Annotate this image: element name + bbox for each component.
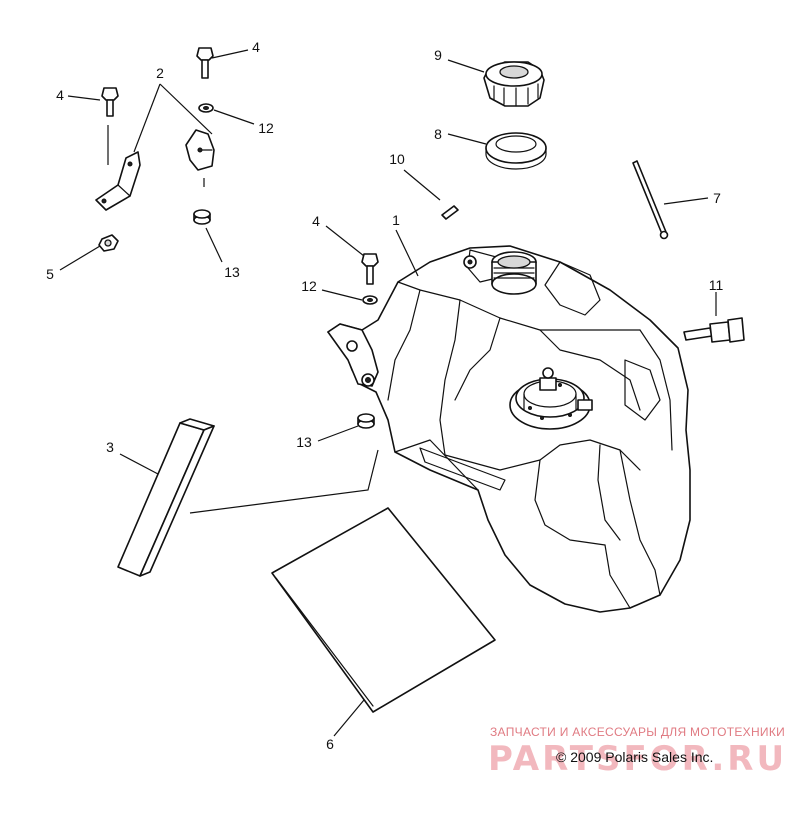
grommet-part-13-middle — [357, 413, 375, 429]
bolt-part-4-middle — [361, 253, 379, 285]
bolt-part-4-left — [101, 87, 119, 117]
leader-lines — [59, 49, 717, 737]
fuel-cap-part-9 — [483, 61, 545, 107]
fuel-tank-part-1 — [327, 245, 691, 613]
callout-4-middle: 4 — [312, 213, 320, 229]
washer-part-12-middle — [362, 295, 378, 305]
callout-12-top: 12 — [258, 120, 274, 136]
pin-part-10 — [441, 205, 459, 220]
nut-part-5 — [98, 234, 119, 252]
copyright-notice: © 2009 Polaris Sales Inc. — [556, 749, 713, 765]
callout-9: 9 — [434, 47, 442, 63]
watermark-logo: PARTSFOR.RU — [488, 739, 787, 779]
callout-6: 6 — [326, 736, 334, 752]
callout-labels: 1 2 3 4 4 4 5 6 7 8 9 10 11 12 12 13 13 — [46, 39, 723, 752]
fitting-part-11 — [683, 317, 745, 343]
bracket-left-part-2 — [95, 151, 141, 211]
callout-3: 3 — [106, 439, 114, 455]
watermark: ЗАПЧАСТИ И АКСЕССУАРЫ ДЛЯ МОТОТЕХНИКИ PA… — [488, 725, 787, 779]
callout-4-left: 4 — [56, 87, 64, 103]
callout-12-middle: 12 — [301, 278, 317, 294]
callout-10: 10 — [389, 151, 405, 167]
callout-11: 11 — [709, 277, 724, 293]
callout-2: 2 — [156, 65, 164, 81]
watermark-tagline: ЗАПЧАСТИ И АКСЕССУАРЫ ДЛЯ МОТОТЕХНИКИ — [490, 725, 785, 739]
callout-13-middle: 13 — [296, 434, 312, 450]
callout-7: 7 — [713, 190, 721, 206]
callout-8: 8 — [434, 126, 442, 142]
callout-1: 1 — [392, 212, 400, 228]
washer-part-12-top — [198, 103, 214, 113]
callout-4-top: 4 — [252, 39, 260, 55]
foam-strip-part-3 — [117, 418, 215, 577]
rod-part-7 — [632, 160, 669, 240]
gasket-part-8 — [485, 132, 547, 170]
callout-5: 5 — [46, 266, 54, 282]
bolt-part-4-top — [196, 47, 214, 79]
pad-part-6 — [271, 507, 496, 713]
grommet-part-13-top — [193, 209, 211, 225]
bracket-right-part-2 — [185, 129, 215, 171]
callout-13-top: 13 — [224, 264, 240, 280]
